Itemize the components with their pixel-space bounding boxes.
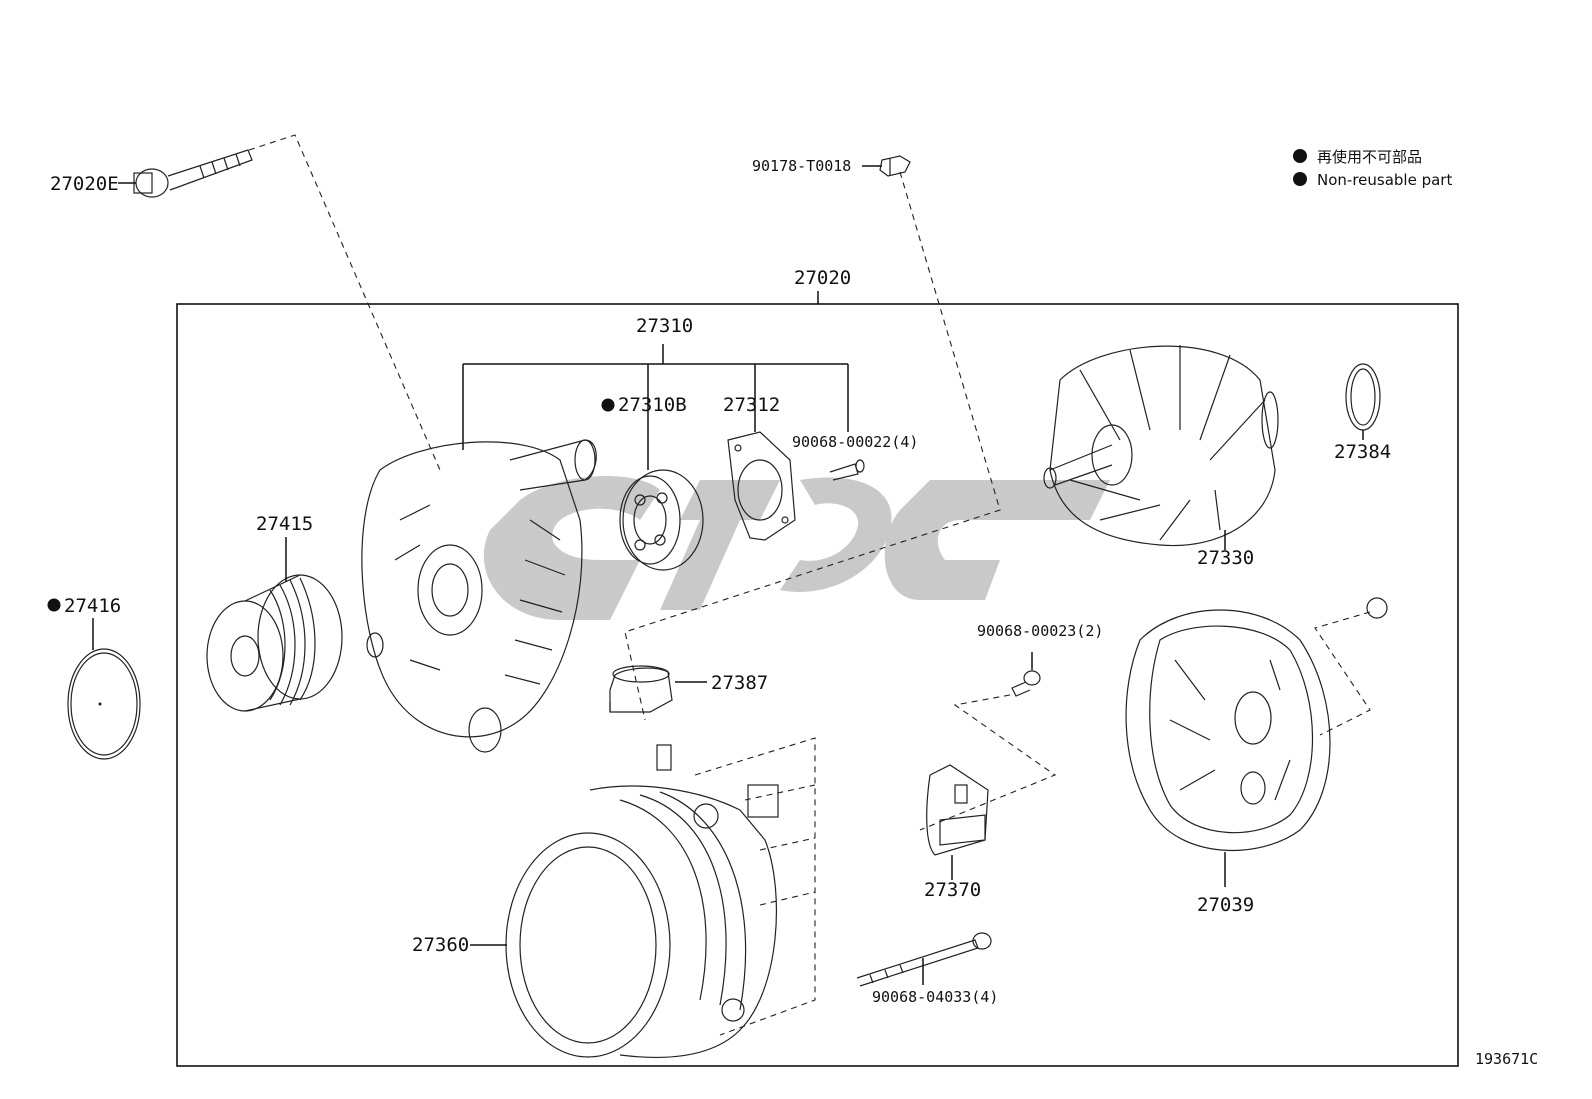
- label-27020E: 27020E: [50, 173, 119, 195]
- diagram-id-code: 193671C: [1475, 1050, 1538, 1068]
- legend-text-english: Non-reusable part: [1317, 171, 1452, 189]
- non-reusable-dot-27310B: [601, 398, 615, 412]
- label-27039: 27039: [1197, 894, 1254, 916]
- watermark-logo: [483, 476, 1110, 620]
- label-27312: 27312: [723, 394, 780, 416]
- pulley-27415-drawing: [206, 574, 343, 712]
- rear-nut-drawing: [1366, 597, 1388, 619]
- label-27310: 27310: [636, 315, 693, 337]
- label-27370: 27370: [924, 879, 981, 901]
- dash-stator-1: [744, 784, 816, 801]
- bolt-27020E-drawing: [133, 149, 253, 198]
- dash-stator-box: [694, 737, 816, 1036]
- bolt-90068-00023-drawing: [1011, 670, 1041, 697]
- label-27310B: 27310B: [618, 394, 687, 416]
- dash-stator-3: [759, 891, 816, 906]
- label-27384: 27384: [1334, 441, 1391, 463]
- legend-dot-1: [1293, 149, 1307, 163]
- dash-bolt-to-housing: [248, 134, 441, 471]
- drive-end-housing-drawing: [361, 439, 597, 753]
- label-27387: 27387: [711, 672, 768, 694]
- label-27020: 27020: [794, 267, 851, 289]
- insulator-27387-drawing: [609, 665, 673, 713]
- label-90068-00023: 90068-00023(2): [977, 622, 1103, 640]
- label-90068-00022: 90068-00022(4): [792, 433, 918, 451]
- cap-27416-drawing: [67, 648, 141, 760]
- dash-rear-cover-1: [1314, 611, 1371, 736]
- legend-dot-2: [1293, 172, 1307, 186]
- label-90068-04033: 90068-04033(4): [872, 988, 998, 1006]
- label-27416: 27416: [64, 595, 121, 617]
- rear-end-frame-27039-drawing: [1125, 609, 1331, 852]
- screw-90068-00022-drawing: [829, 459, 865, 481]
- label-27330: 27330: [1197, 547, 1254, 569]
- brush-holder-27370-drawing: [926, 764, 989, 856]
- dash-stator-2: [759, 837, 816, 851]
- label-90178: 90178-T0018: [752, 157, 851, 175]
- bearing-27310B-drawing: [619, 469, 704, 571]
- retainer-plate-27312-drawing: [727, 431, 796, 541]
- seal-27384-drawing: [1345, 363, 1381, 431]
- legend-text-japanese: 再使用不可部品: [1317, 148, 1422, 166]
- label-27415: 27415: [256, 513, 313, 535]
- label-27360: 27360: [412, 934, 469, 956]
- dash-rear-bolt: [919, 694, 1057, 831]
- through-bolt-90068-04033-drawing: [856, 932, 992, 987]
- stator-27360-drawing: [505, 744, 779, 1059]
- nut-90178-drawing: [879, 155, 911, 177]
- rotor-27330-drawing: [1043, 345, 1279, 547]
- dash-nut-to-rotor: [624, 171, 1001, 721]
- bracket-27310: [462, 344, 849, 470]
- non-reusable-dot-27416: [47, 598, 61, 612]
